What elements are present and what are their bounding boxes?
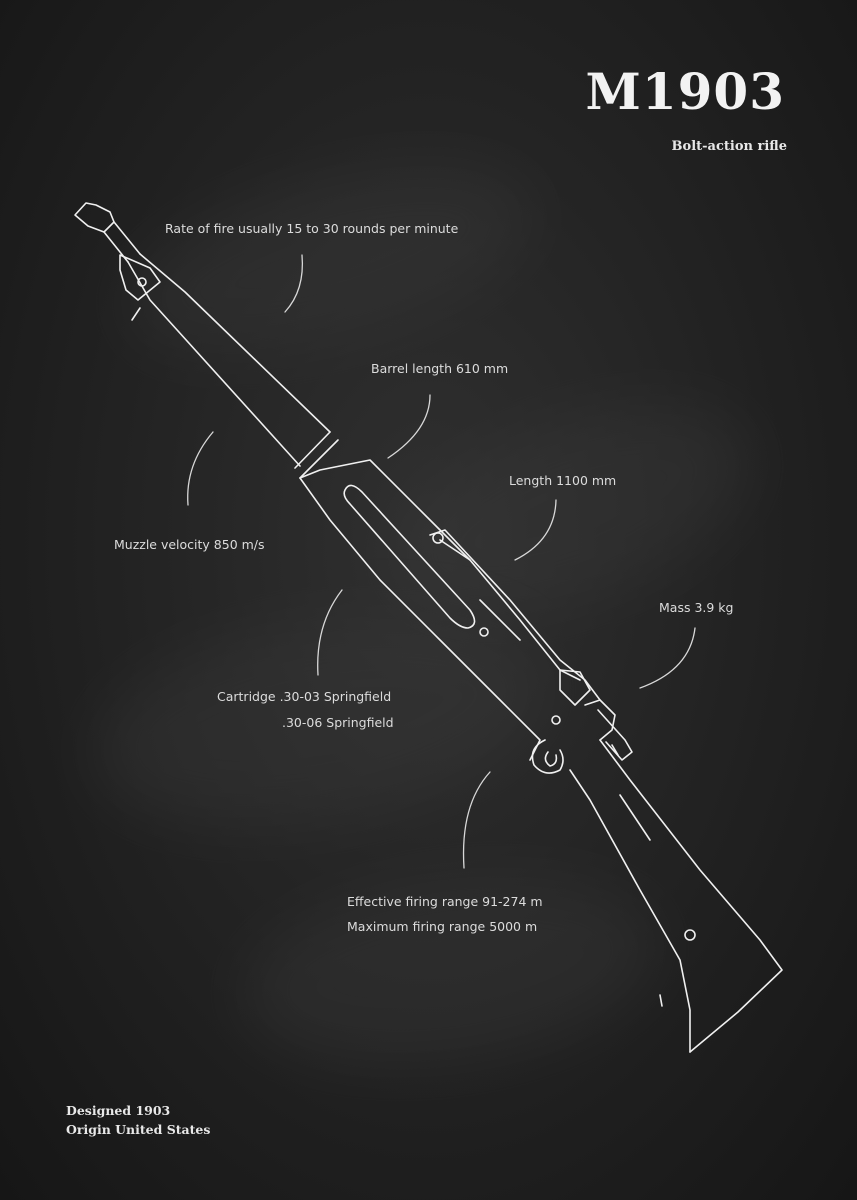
page-subtitle: Bolt-action rifle (671, 139, 787, 154)
cartridge-note-line2: .30-06 Springfield (282, 715, 394, 730)
effective-range-note: Effective firing range 91-274 m (347, 894, 543, 909)
page-title: M1903 (585, 62, 785, 121)
origin-country: Origin United States (66, 1122, 211, 1137)
rate-of-fire-note: Rate of fire usually 15 to 30 rounds per… (165, 221, 459, 236)
max-range-note: Maximum firing range 5000 m (347, 919, 538, 934)
muzzle-velocity-note: Muzzle velocity 850 m/s (114, 537, 265, 552)
barrel-length-note: Barrel length 610 mm (371, 361, 509, 376)
cartridge-note-line1: Cartridge .30-03 Springfield (217, 689, 392, 704)
length-note: Length 1100 mm (509, 473, 617, 488)
mass-note: Mass 3.9 kg (659, 600, 734, 615)
designed-year: Designed 1903 (66, 1103, 171, 1118)
